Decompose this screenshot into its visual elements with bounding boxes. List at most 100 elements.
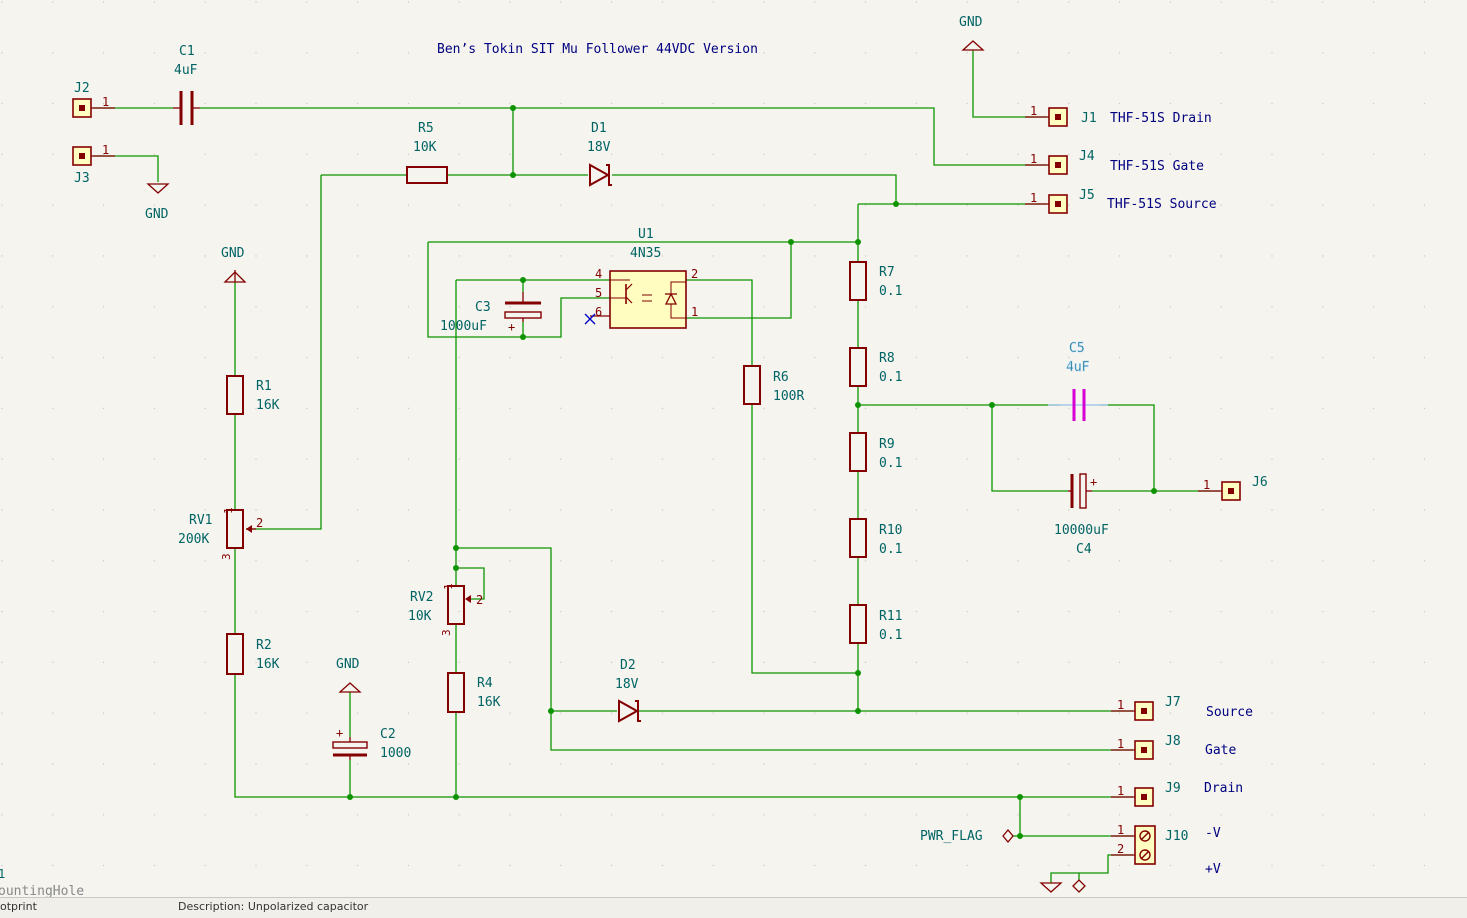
ground-symbol-bottom[interactable] <box>1039 882 1063 893</box>
rv2-pin3-number: 3 <box>440 629 453 636</box>
zener-diode-d1[interactable]: D1 18V <box>587 121 612 187</box>
j9-ref: J9 <box>1165 781 1181 796</box>
j10-label-neg: -V <box>1205 826 1221 841</box>
r1-ref: R1 <box>256 379 272 394</box>
c3-plus-sign: + <box>508 320 515 334</box>
j2-pin-number: 1 <box>102 95 109 109</box>
c5-value: 4uF <box>1066 360 1090 375</box>
j10-pin1-number: 1 <box>1117 823 1124 837</box>
resistor-r6[interactable]: R6 100R <box>743 365 804 405</box>
resistor-r8[interactable]: R8 0.1 <box>849 347 902 387</box>
u1-pin4-number: 4 <box>595 267 602 281</box>
r9-ref: R9 <box>879 437 895 452</box>
r11-value: 0.1 <box>879 628 902 643</box>
connector-j9[interactable]: 1 J9 Drain <box>1111 781 1243 807</box>
j10-pin2-number: 2 <box>1117 842 1124 856</box>
c1-value: 4uF <box>174 63 198 78</box>
gnd-label-r1: GND <box>221 246 245 261</box>
connector-j10[interactable]: 1 2 J10 -V +V <box>1111 823 1221 877</box>
gnd-symbol-r1[interactable]: GND <box>221 246 247 283</box>
u1-pin1-number: 1 <box>691 305 698 319</box>
capacitor-c3[interactable]: + C3 1000uF <box>440 292 542 334</box>
c2-value: 1000 <box>380 746 411 761</box>
d1-ref: D1 <box>591 121 607 136</box>
r5-value: 10K <box>413 140 437 155</box>
c2-ref: C2 <box>380 727 396 742</box>
capacitor-c2[interactable]: + C2 1000 <box>332 726 411 761</box>
j1-label: THF-51S Drain <box>1110 111 1212 126</box>
c5-ref: C5 <box>1069 341 1085 356</box>
r9-value: 0.1 <box>879 456 902 471</box>
r4-value: 16K <box>477 695 501 710</box>
c4-value: 10000uF <box>1054 523 1109 538</box>
rv2-pin2-number: 2 <box>476 593 483 607</box>
r4-ref: R4 <box>477 676 493 691</box>
pwr-flag-bottom-symbol[interactable] <box>1072 879 1086 893</box>
resistor-r9[interactable]: R9 0.1 <box>849 432 902 472</box>
d1-value: 18V <box>587 140 611 155</box>
r7-value: 0.1 <box>879 284 902 299</box>
rv2-value: 10K <box>408 609 432 624</box>
j1-pin-number: 1 <box>1030 104 1037 118</box>
j3-pin-number: 1 <box>102 143 109 157</box>
connector-j1[interactable]: 1 J1 THF-51S Drain <box>1025 104 1212 127</box>
gnd-symbol-top[interactable]: GND <box>959 15 985 51</box>
status-description: Description: Unpolarized capacitor <box>178 900 369 913</box>
u1-pin6-number: 6 <box>595 305 602 319</box>
connector-j4[interactable]: 1 J4 THF-51S Gate <box>1025 149 1204 175</box>
junctions <box>347 105 1157 839</box>
resistor-r7[interactable]: R7 0.1 <box>849 261 902 301</box>
status-footprint-label: otprint <box>0 900 37 913</box>
connector-j6[interactable]: 1 J6 <box>1198 475 1268 501</box>
connector-j8[interactable]: 1 J8 Gate <box>1111 734 1236 760</box>
offscreen-symbol-name: ountingHole <box>0 884 84 899</box>
c3-ref: C3 <box>475 300 491 315</box>
r8-value: 0.1 <box>879 370 902 385</box>
pwr-flag-label: PWR_FLAG <box>920 829 983 844</box>
optocoupler-u1[interactable]: 4 5 6 2 1 U1 4N35 <box>590 227 698 329</box>
j4-ref: J4 <box>1079 149 1095 164</box>
connector-j5[interactable]: 1 J5 THF-51S Source <box>1025 188 1217 214</box>
c4-plus-sign: + <box>1090 475 1097 489</box>
potentiometer-rv2[interactable]: 1 2 3 RV2 10K <box>408 583 483 636</box>
pwr-flag-symbol[interactable]: PWR_FLAG <box>920 828 1014 844</box>
offscreen-symbol-pin-number: 1 <box>0 867 5 881</box>
j8-pin-number: 1 <box>1117 737 1124 751</box>
j4-label: THF-51S Gate <box>1110 159 1204 174</box>
u1-pin2-number: 2 <box>691 267 698 281</box>
rv1-pin3-number: 3 <box>220 553 233 560</box>
wires <box>93 50 1220 883</box>
gnd-label-top: GND <box>959 15 983 30</box>
r10-ref: R10 <box>879 523 902 538</box>
j8-label: Gate <box>1205 743 1236 758</box>
j7-label: Source <box>1206 705 1253 720</box>
gnd-symbol-j3[interactable]: GND <box>145 183 170 222</box>
d2-value: 18V <box>615 677 639 692</box>
connector-j2[interactable]: 1 J2 <box>72 81 115 118</box>
j4-pin-number: 1 <box>1030 152 1037 166</box>
capacitor-c5-selected[interactable]: C5 4uF <box>1048 341 1108 421</box>
r5-ref: R5 <box>418 121 434 136</box>
connector-j3[interactable]: 1 J3 <box>72 143 115 186</box>
c2-plus-sign: + <box>336 726 343 740</box>
r6-value: 100R <box>773 389 804 404</box>
j10-ref: J10 <box>1165 829 1188 844</box>
resistor-r2[interactable]: R2 16K <box>226 633 280 675</box>
j1-ref: J1 <box>1081 111 1097 126</box>
capacitor-c1[interactable]: C1 4uF <box>173 44 200 125</box>
resistor-r1[interactable]: R1 16K <box>226 375 280 415</box>
resistor-r10[interactable]: R10 0.1 <box>849 518 902 558</box>
resistor-r5[interactable]: R5 10K <box>406 121 448 184</box>
capacitor-c4[interactable]: + 10000uF C4 <box>1054 473 1109 557</box>
zener-diode-d2[interactable]: D2 18V <box>615 658 641 723</box>
r6-ref: R6 <box>773 370 789 385</box>
potentiometer-rv1[interactable]: 1 2 3 RV1 200K <box>178 507 263 560</box>
resistor-r11[interactable]: R11 0.1 <box>849 604 902 644</box>
j7-pin-number: 1 <box>1117 698 1124 712</box>
rv1-pin2-number: 2 <box>256 516 263 530</box>
resistor-r4[interactable]: R4 16K <box>447 672 501 713</box>
connector-j7[interactable]: 1 J7 Source <box>1111 695 1253 721</box>
rv2-ref: RV2 <box>410 590 433 605</box>
gnd-symbol-c2[interactable]: GND <box>336 657 362 693</box>
